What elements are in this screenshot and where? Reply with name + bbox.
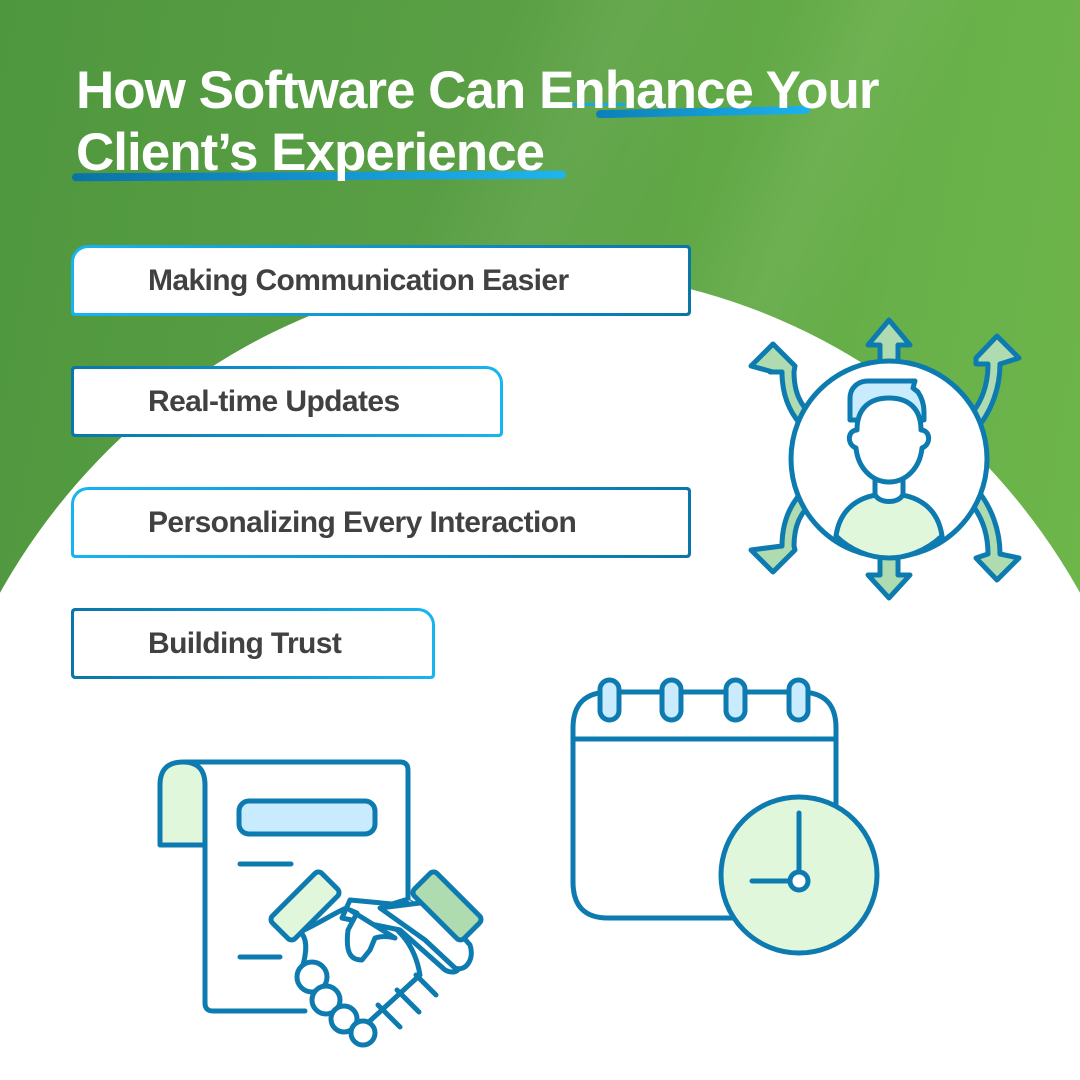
benefit-label: Real-time Updates (148, 384, 400, 418)
title-line-2: Client’s Experience (76, 123, 545, 182)
title-line-1: How Software Can Enhance Your (76, 61, 879, 120)
benefit-label: Building Trust (148, 626, 342, 660)
benefit-item-building-trust: Building Trust (71, 608, 435, 679)
title-underline-accent (566, 103, 626, 106)
person-with-arrows-icon (748, 317, 1022, 601)
calendar-clock-icon (570, 677, 880, 956)
benefit-item-communication: Making Communication Easier (71, 245, 691, 316)
benefit-label: Making Communication Easier (148, 263, 569, 297)
benefit-label: Personalizing Every Interaction (148, 505, 577, 539)
benefit-item-realtime-updates: Real-time Updates (71, 366, 503, 437)
handshake-document-icon (157, 759, 484, 1048)
benefit-item-personalizing: Personalizing Every Interaction (71, 487, 691, 558)
page-title: How Software Can Enhance Your Client’s E… (76, 60, 976, 184)
